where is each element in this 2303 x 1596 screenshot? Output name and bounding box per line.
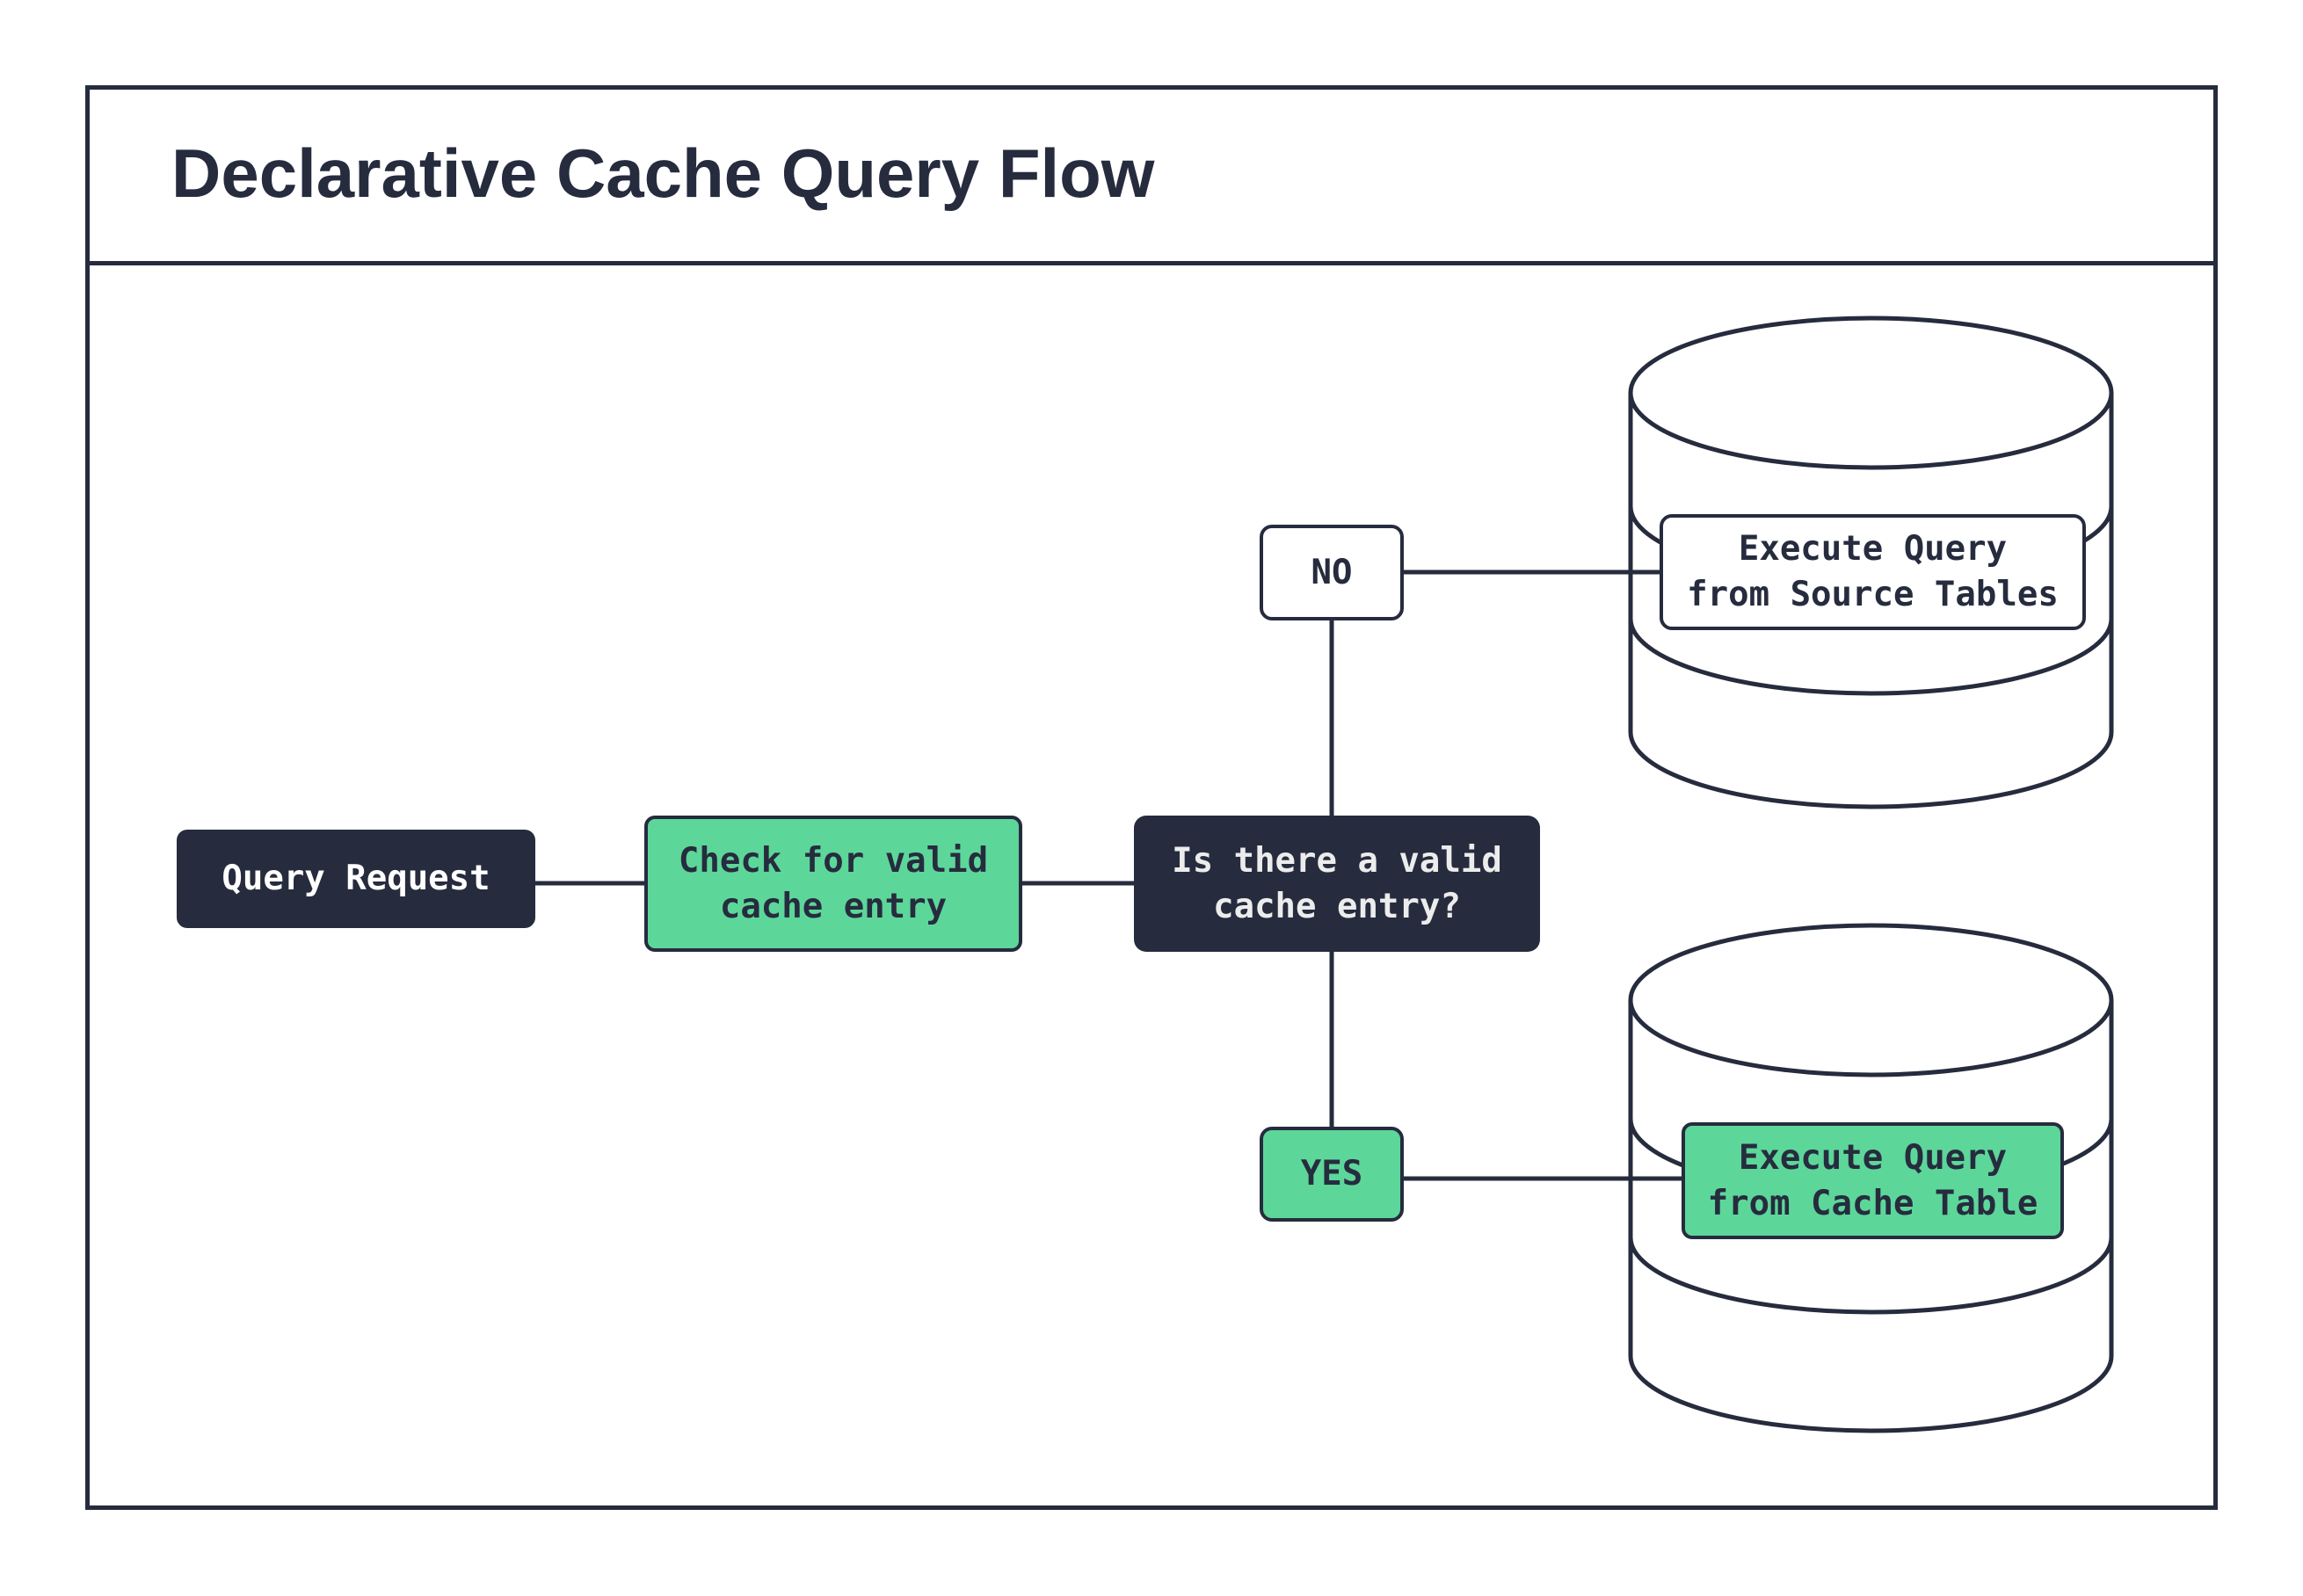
diagram-title: Declarative Cache Query Flow <box>171 134 1155 212</box>
node-check-cache: Check for valid cache entry <box>644 816 1022 952</box>
source-db-bottom <box>1628 731 2114 809</box>
source-db-top-ellipse <box>1628 316 2114 470</box>
node-decision-valid-cache: Is there a valid cache entry? <box>1134 816 1540 952</box>
node-no-branch: NO <box>1260 525 1404 620</box>
source-db-cylinder <box>1628 316 2114 809</box>
cache-db-disk-3 <box>1628 1237 2114 1315</box>
cache-db-cylinder <box>1628 923 2114 1433</box>
node-execute-cache-table: Execute Query from Cache Table <box>1682 1122 2064 1239</box>
diagram-header: Declarative Cache Query Flow <box>85 85 2218 265</box>
cache-db-top-ellipse <box>1628 923 2114 1077</box>
diagram-frame <box>85 85 2218 1510</box>
source-db-disk-3 <box>1628 618 2114 696</box>
node-yes-branch: YES <box>1260 1127 1404 1222</box>
cache-db-bottom <box>1628 1355 2114 1433</box>
node-execute-source-tables: Execute Query from Source Tables <box>1660 514 2086 630</box>
node-query-request: Query Request <box>177 830 535 928</box>
